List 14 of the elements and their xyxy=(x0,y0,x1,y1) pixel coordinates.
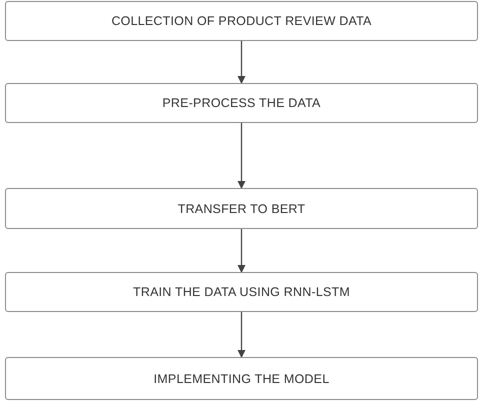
process-box xyxy=(5,272,478,312)
step-label: IMPLEMENTING THE MODEL xyxy=(154,372,330,386)
step-label: TRANSFER TO BERT xyxy=(178,202,306,216)
process-box xyxy=(5,1,478,41)
step-label: TRAIN THE DATA USING RNN-LSTM xyxy=(133,285,350,299)
process-box xyxy=(5,83,478,123)
arrow xyxy=(238,312,246,358)
arrow xyxy=(238,41,246,84)
arrow xyxy=(238,123,246,189)
process-box xyxy=(5,188,478,229)
step-label: COLLECTION OF PRODUCT REVIEW DATA xyxy=(111,14,372,28)
process-box xyxy=(5,357,478,400)
step-label: PRE-PROCESS THE DATA xyxy=(162,96,321,110)
arrow xyxy=(238,229,246,273)
